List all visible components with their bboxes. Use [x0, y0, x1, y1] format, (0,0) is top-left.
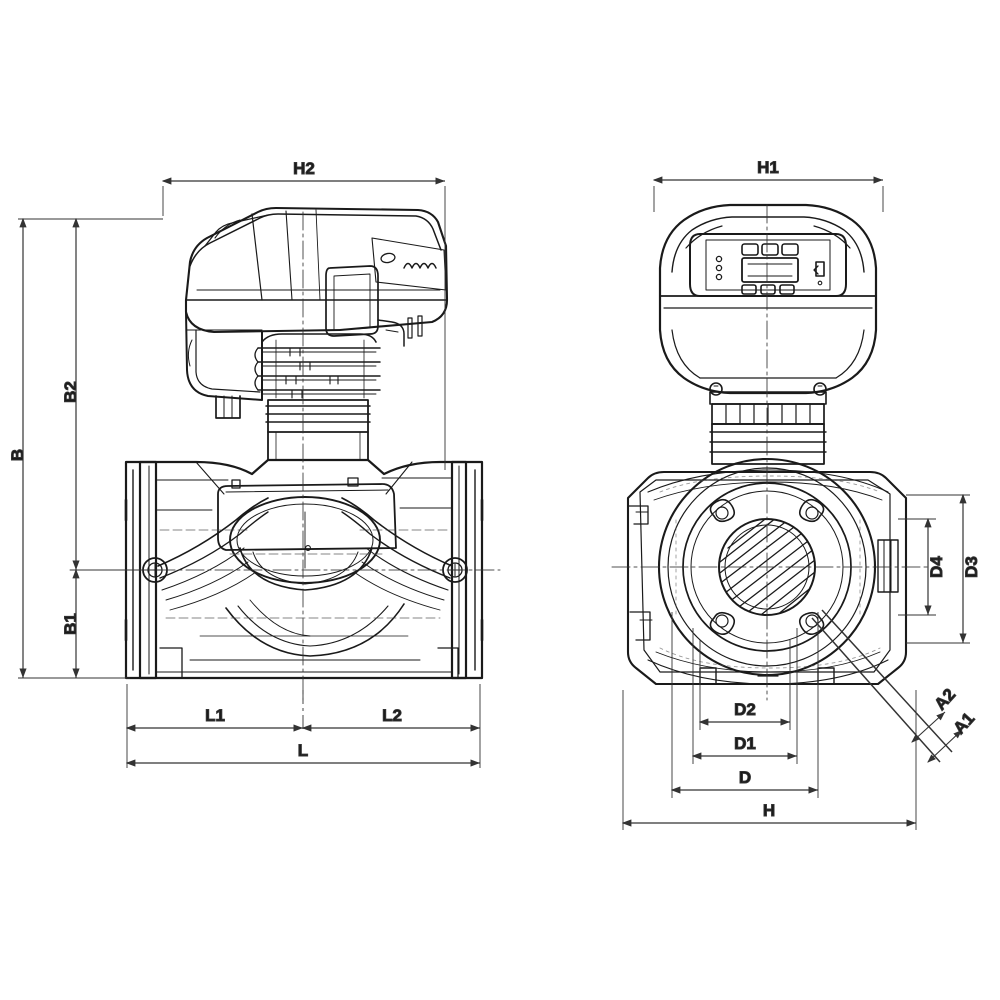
dimension-label-H2: H2 — [293, 159, 315, 178]
dimension-label-D4: D4 — [927, 556, 946, 578]
dimension-D — [670, 612, 819, 798]
side-view-group — [69, 206, 501, 701]
motor-electronics-housing — [184, 206, 449, 419]
dimension-L2 — [301, 684, 481, 768]
dimension-D1 — [691, 628, 798, 764]
front-view-group — [611, 203, 931, 701]
side-view-hidden-lines — [159, 529, 451, 619]
dimension-label-L: L — [298, 741, 308, 760]
pump-volute-body — [124, 458, 484, 680]
cooling-fins — [254, 333, 381, 461]
dimension-label-D2: D2 — [734, 700, 756, 719]
dimension-label-B2: B2 — [61, 381, 80, 403]
bolt-bosses — [709, 498, 825, 636]
dimension-label-D3: D3 — [962, 556, 981, 578]
neck-collar — [709, 382, 827, 465]
dimension-label-H1: H1 — [757, 158, 779, 177]
dimension-B2 — [70, 217, 163, 571]
dimension-D4 — [898, 517, 936, 616]
dimension-A2-A1-leaders — [811, 609, 963, 763]
dimension-H2 — [161, 177, 446, 470]
dimension-label-H: H — [763, 801, 775, 820]
dimension-label-D1: D1 — [734, 734, 756, 753]
dimension-label-B1: B1 — [61, 613, 80, 635]
side-view-dimensions: H2 B B2 B1 L1 L2 — [8, 159, 481, 768]
dimension-H1 — [652, 176, 884, 212]
dimension-label-L1: L1 — [205, 706, 225, 725]
motor-housing-front — [658, 203, 878, 395]
front-view-hidden-lines — [659, 475, 881, 669]
dimension-label-B: B — [8, 449, 27, 461]
dimension-D2 — [698, 640, 791, 730]
dimension-label-L2: L2 — [382, 706, 402, 725]
dimension-label-D: D — [739, 768, 751, 787]
front-view-centerlines — [611, 204, 931, 701]
dimension-D3 — [906, 493, 970, 644]
